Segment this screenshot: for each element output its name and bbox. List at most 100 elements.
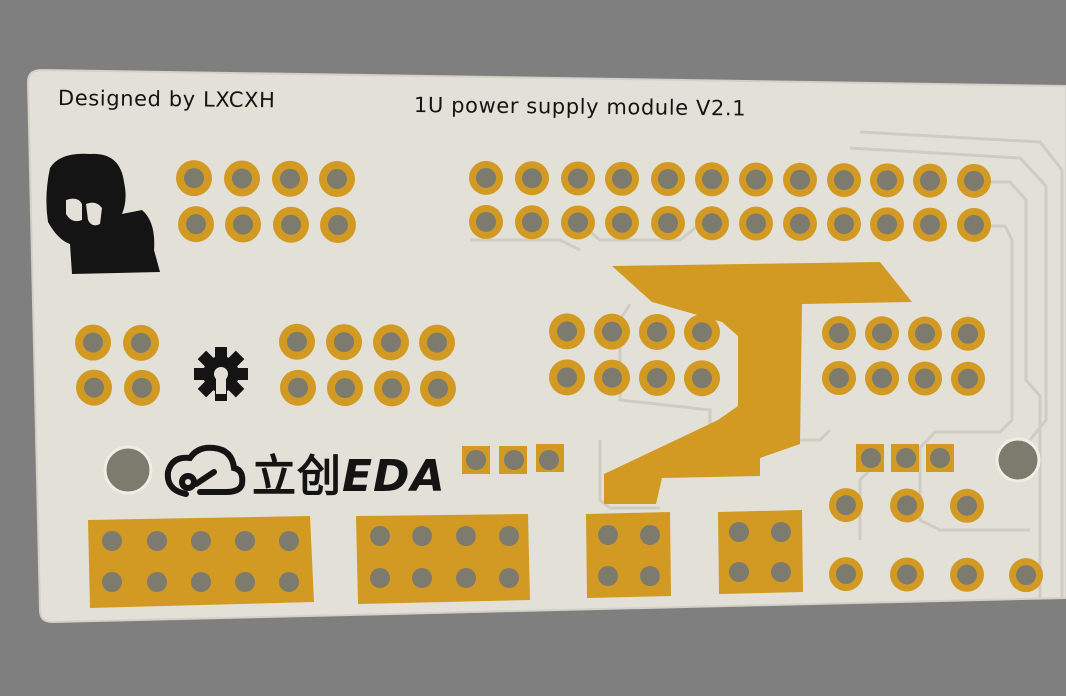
header-pin-hole — [771, 562, 791, 582]
drill-hole — [186, 214, 206, 235]
drill-hole — [280, 168, 300, 189]
drill-hole — [84, 377, 104, 398]
drill-hole — [957, 564, 977, 585]
drill-hole — [83, 332, 103, 353]
drill-hole — [602, 367, 622, 388]
drill-hole — [334, 332, 354, 353]
drill-hole — [232, 168, 252, 189]
header-pin-hole — [370, 526, 390, 546]
drill-hole — [920, 170, 940, 191]
header-pin-hole — [598, 566, 618, 586]
header-pin-hole — [499, 526, 519, 546]
drill-hole — [964, 170, 984, 191]
module-title-label: 1U power supply module V2.1 — [413, 93, 747, 121]
drill-hole — [836, 495, 856, 516]
drill-hole — [381, 332, 401, 353]
header-pin-hole — [729, 562, 749, 582]
header-pin-hole — [539, 450, 559, 470]
drill-hole — [897, 495, 917, 516]
drill-hole — [877, 214, 897, 235]
header-pin-hole — [896, 448, 916, 468]
drill-hole — [1016, 565, 1036, 586]
mounting-hole-icon — [103, 445, 153, 495]
drill-hole — [335, 378, 355, 399]
drill-hole — [131, 332, 151, 353]
avatar-silkscreen-logo — [46, 153, 160, 274]
designer-label: Designed by LXCXH — [57, 86, 276, 113]
header-pin-hole — [102, 572, 122, 592]
header-pin-hole — [370, 568, 390, 588]
mounting-hole-icon — [995, 437, 1041, 483]
header-pin-hole — [729, 522, 749, 542]
drill-hole — [829, 368, 849, 389]
drill-hole — [829, 323, 849, 344]
drill-hole — [281, 214, 301, 235]
header-pin-hole — [930, 448, 950, 468]
header-pin-hole — [861, 448, 881, 468]
header-pin-hole — [235, 531, 255, 551]
drill-hole — [920, 214, 940, 235]
header-pin-hole — [191, 531, 211, 551]
header-pin-hole — [456, 526, 476, 546]
drill-hole — [958, 368, 978, 389]
drill-hole — [790, 169, 810, 190]
power-trace — [604, 262, 912, 504]
drill-hole — [790, 213, 810, 234]
drill-hole — [476, 167, 496, 188]
drill-layer — [83, 167, 1036, 592]
header-pin-hole — [771, 522, 791, 542]
drill-hole — [915, 323, 935, 344]
header-pin-hole — [412, 526, 432, 546]
drill-hole — [233, 214, 253, 235]
header-pin-hole — [640, 525, 660, 545]
drill-hole — [692, 368, 712, 389]
header-pin-hole — [466, 450, 486, 470]
header-pin-hole — [147, 572, 167, 592]
header-pin-hole — [191, 572, 211, 592]
header-pin-hole — [279, 531, 299, 551]
header-pin-hole — [598, 525, 618, 545]
drill-hole — [427, 332, 447, 353]
header-pin-hole — [640, 566, 660, 586]
drill-hole — [702, 213, 722, 234]
drill-hole — [184, 168, 204, 189]
drill-hole — [612, 168, 632, 189]
drill-hole — [568, 212, 588, 233]
drill-hole — [557, 367, 577, 388]
header-pin-hole — [456, 568, 476, 588]
drill-hole — [568, 168, 588, 189]
drill-hole — [522, 212, 542, 233]
drill-hole — [557, 321, 577, 342]
header-pin-hole — [412, 568, 432, 588]
trace-group — [470, 130, 1064, 600]
header-pin-hole — [147, 531, 167, 551]
drill-hole — [834, 170, 854, 191]
drill-hole — [692, 322, 712, 343]
eda-logo-text: 立创EDA — [252, 440, 446, 504]
drill-hole — [328, 215, 348, 236]
drill-hole — [658, 169, 678, 190]
drill-hole — [602, 321, 622, 342]
drill-hole — [964, 214, 984, 235]
header-pin-hole — [504, 450, 524, 470]
drill-hole — [958, 323, 978, 344]
drill-hole — [897, 564, 917, 585]
header-pin-hole — [102, 531, 122, 551]
drill-hole — [834, 214, 854, 235]
drill-hole — [702, 169, 722, 190]
drill-hole — [476, 211, 496, 232]
drill-hole — [877, 170, 897, 191]
drill-hole — [836, 564, 856, 585]
cloud-logo-icon — [164, 444, 246, 497]
drill-hole — [647, 367, 667, 388]
drill-hole — [658, 213, 678, 234]
drill-hole — [612, 212, 632, 233]
logo-cn-text: 立创 — [252, 451, 342, 502]
drill-hole — [746, 213, 766, 234]
header-pin-hole — [499, 568, 519, 588]
drill-hole — [327, 169, 347, 190]
drill-hole — [872, 368, 892, 389]
drill-hole — [287, 331, 307, 352]
drill-hole — [872, 323, 892, 344]
